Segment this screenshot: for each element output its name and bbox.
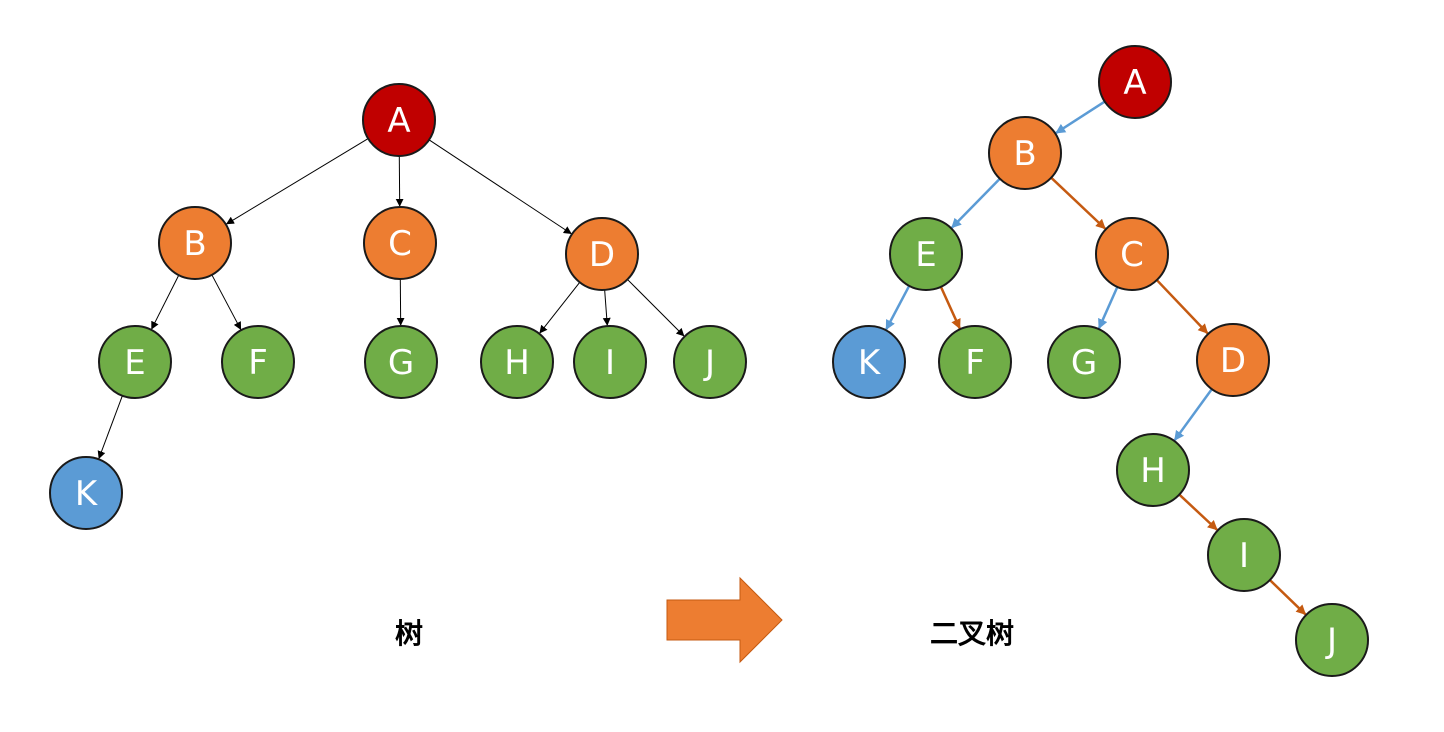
tree-node-g: G — [364, 325, 438, 399]
tree-node-c: C — [363, 206, 437, 280]
binary-tree-edge-d-h — [1173, 388, 1213, 441]
tree-node-a: A — [362, 83, 436, 157]
binary-tree-node-circle — [1196, 323, 1270, 397]
tree-node-k: K — [49, 456, 123, 530]
tree-edge-b-f — [211, 274, 242, 331]
binary-tree-node-label: F — [965, 343, 985, 383]
tree-node-circle — [49, 456, 123, 530]
tree-node-d: D — [565, 217, 639, 291]
binary-tree-node-b: B — [988, 116, 1062, 190]
binary-tree-node-i: I — [1207, 518, 1281, 592]
tree-node-label: K — [75, 474, 99, 514]
binary-tree-node-circle — [1295, 603, 1369, 677]
binary-tree-edge-c-g — [1097, 286, 1119, 330]
binary-tree-node-label: H — [1140, 451, 1166, 491]
binary-tree-node-e: E — [889, 217, 963, 291]
binary-tree-node-label: J — [1325, 621, 1337, 661]
tree-node-circle — [221, 325, 295, 399]
tree-node-label: G — [388, 343, 414, 383]
binary-tree-node-label: G — [1071, 343, 1097, 383]
binary-tree-node-circle — [1047, 325, 1121, 399]
binary-tree-edge-b-c — [1050, 176, 1106, 230]
binary-tree-node-f: F — [938, 325, 1012, 399]
tree-edge-d-j — [627, 279, 685, 337]
binary-tree-node-c: C — [1095, 217, 1169, 291]
binary-tree-node-label: I — [1239, 536, 1249, 576]
tree-node-label: J — [703, 343, 715, 383]
tree-node-circle — [362, 83, 436, 157]
tree-node-circle — [673, 325, 747, 399]
transform-arrow-icon — [666, 576, 783, 664]
binary-tree-node-label: C — [1120, 235, 1144, 275]
binary-tree-node-h: H — [1116, 433, 1190, 507]
tree-edge-e-k — [97, 395, 123, 460]
binary-tree-node-circle — [1207, 518, 1281, 592]
tree-node-circle — [364, 325, 438, 399]
binary-tree-node-k: K — [832, 325, 906, 399]
tree-node-label: D — [589, 235, 615, 275]
tree-node-label: H — [504, 343, 530, 383]
binary-tree-node-circle — [988, 116, 1062, 190]
binary-tree-node-circle — [889, 217, 963, 291]
binary-tree-node-label: D — [1220, 341, 1246, 381]
tree-node-label: I — [605, 343, 615, 383]
tree-edge-b-e — [151, 274, 180, 330]
tree-nodes: A B C D E F G H I J K — [49, 83, 747, 530]
tree-node-label: E — [124, 343, 145, 383]
binary-tree-node-label: E — [915, 235, 936, 275]
binary-tree-edge-c-d — [1155, 279, 1209, 335]
binary-tree-caption: 二叉树 — [930, 617, 1014, 650]
binary-tree-node-a: A — [1098, 45, 1172, 119]
binary-tree-nodes: A B E C K F G D H I J — [832, 45, 1369, 677]
binary-tree-edge-i-j — [1269, 579, 1307, 616]
binary-tree-node-g: G — [1047, 325, 1121, 399]
tree-edge-d-h — [539, 281, 581, 334]
tree-node-f: F — [221, 325, 295, 399]
binary-tree-node-label: B — [1013, 134, 1036, 174]
binary-tree-node-circle — [1095, 217, 1169, 291]
binary-tree-edge-e-f — [939, 286, 961, 330]
binary-tree-node-d: D — [1196, 323, 1270, 397]
binary-tree-edge-e-k — [885, 285, 911, 331]
binary-tree-edges — [885, 100, 1307, 616]
tree-node-label: A — [387, 101, 410, 141]
tree-node-label: C — [388, 224, 412, 264]
tree-edge-a-d — [428, 139, 572, 235]
binary-tree-node-label: K — [858, 343, 882, 383]
tree-node-circle — [363, 206, 437, 280]
binary-tree-edge-b-e — [951, 177, 1001, 229]
binary-tree-node-j: J — [1295, 603, 1369, 677]
tree-node-b: B — [158, 206, 232, 280]
binary-tree-edge-h-i — [1178, 493, 1218, 531]
binary-tree-node-circle — [832, 325, 906, 399]
tree-node-h: H — [480, 325, 554, 399]
tree-node-circle — [573, 325, 647, 399]
tree-node-e: E — [98, 325, 172, 399]
binary-tree-node-circle — [1098, 45, 1172, 119]
tree-node-label: B — [183, 224, 206, 264]
tree-edge-d-i — [602, 289, 611, 326]
binary-tree-node-circle — [938, 325, 1012, 399]
tree-edge-a-b — [226, 138, 369, 225]
tree-edges — [97, 138, 685, 460]
tree-node-circle — [158, 206, 232, 280]
tree-node-j: J — [673, 325, 747, 399]
binary-tree-edge-a-b — [1055, 100, 1106, 134]
tree-node-circle — [98, 325, 172, 399]
tree-caption: 树 — [395, 617, 423, 650]
binary-tree-node-circle — [1116, 433, 1190, 507]
binary-tree-node-label: A — [1123, 63, 1146, 103]
tree-node-circle — [480, 325, 554, 399]
tree-node-i: I — [573, 325, 647, 399]
tree-node-label: F — [248, 343, 268, 383]
tree-node-circle — [565, 217, 639, 291]
